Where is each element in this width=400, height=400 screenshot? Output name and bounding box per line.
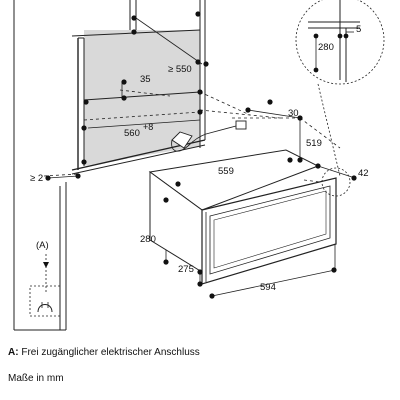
dim-label-30: 30: [288, 108, 299, 119]
dim-label-2: ≥ 2: [30, 173, 43, 184]
connector-a-label: (A): [36, 240, 49, 251]
dim-label-559: 559: [218, 166, 234, 177]
left-wall: [13, 0, 67, 331]
warming-drawer-appliance: [148, 149, 337, 285]
dim-label-594: 594: [260, 282, 276, 293]
detail-label-280: 280: [318, 42, 334, 53]
dim-label-550: ≥ 550: [168, 64, 192, 75]
dimension-guides: [43, 89, 341, 183]
legend-line: A: Frei zugänglicher elektrischer Anschl…: [8, 347, 200, 359]
dimension-dots: [45, 11, 357, 299]
legend-key: A:: [8, 347, 19, 358]
dim-label-35: 35: [140, 74, 151, 85]
legend-text: Frei zugänglicher elektrischer Anschluss: [21, 347, 200, 358]
dim-label-280-front: 280: [140, 234, 156, 245]
dim-label-560-tolerance: +8: [143, 122, 153, 132]
power-cable: [171, 120, 247, 152]
detail-label-5: 5: [356, 24, 361, 35]
dim-label-275: 275: [178, 264, 194, 275]
dim-label-560: 560: [124, 128, 140, 139]
cabinet-niche: [71, 0, 206, 175]
dim-label-42: 42: [358, 168, 369, 179]
installation-diagram: ≥ 550 35 560 +8 30 519 559 ≥ 2 42 280 27…: [13, 0, 385, 331]
dim-label-519: 519: [306, 138, 322, 149]
detail-view: [295, 0, 385, 177]
detail-marker-circle: [321, 167, 351, 197]
units-note: Maße in mm: [8, 373, 64, 384]
connector-a-symbol: [29, 254, 61, 317]
